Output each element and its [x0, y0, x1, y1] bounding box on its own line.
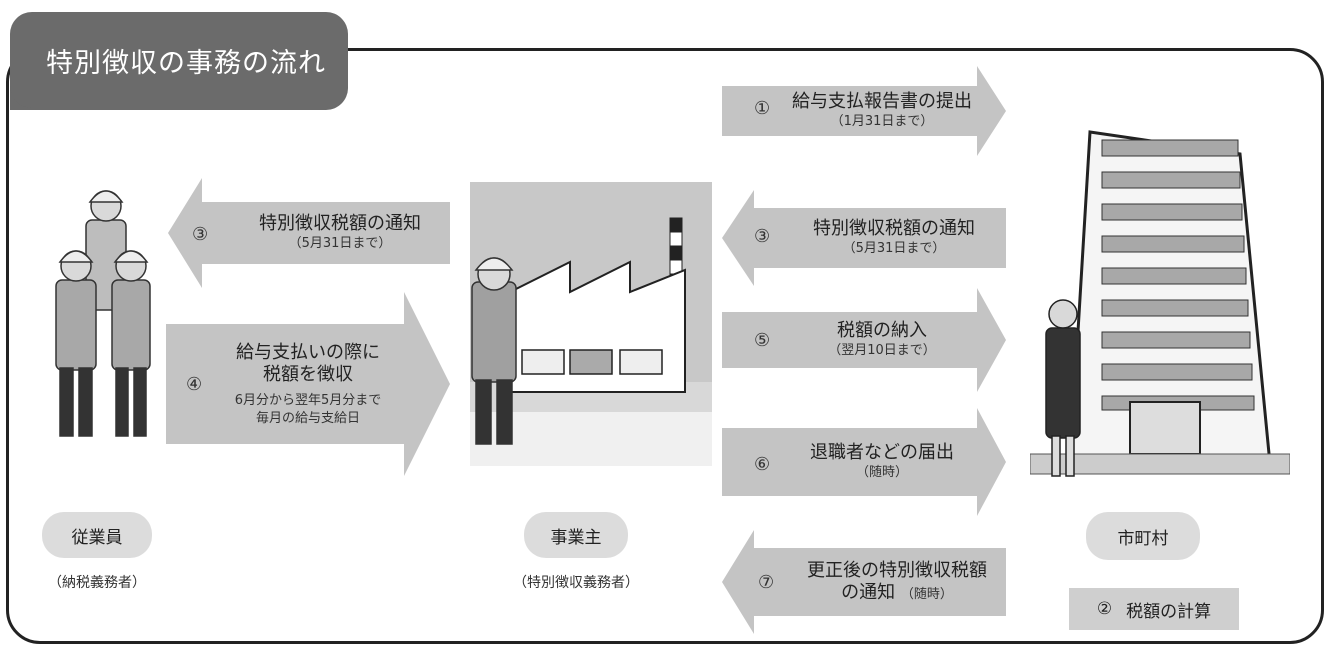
step-number: ③ [754, 226, 771, 247]
municipality-label: 市町村 [1086, 512, 1200, 560]
step-number: ⑥ [754, 454, 771, 475]
arrow-shape [166, 292, 450, 476]
step-label: 特別徴収税額の通知 [813, 218, 975, 239]
step-deadline: （1月31日まで） [830, 114, 934, 129]
municipality-label-text: 市町村 [1117, 528, 1169, 549]
step-number: ⑤ [754, 330, 771, 351]
step-deadline: （随時） [900, 587, 953, 602]
employer-figure [471, 257, 517, 445]
step-deadline: （翌月10日まで） [828, 343, 936, 358]
step-label: 特別徴収税額の通知 [259, 213, 421, 234]
step-label-cont: の通知 [841, 582, 896, 603]
step-number: ① [754, 98, 771, 119]
arrow-shape [168, 178, 450, 288]
tax-calculation-label: 税額の計算 [1126, 601, 1212, 622]
entrance [1129, 401, 1201, 455]
employer-label: 事業主 [524, 512, 628, 558]
step-label: 退職者などの届出 [810, 442, 954, 463]
step-deadline: （5月31日まで） [288, 236, 392, 251]
step-deadline: （5月31日まで） [842, 241, 946, 256]
step-label: 給与支払報告書の提出 [792, 91, 972, 112]
arrow-3-notify-employees: ③ 特別徴収税額の通知 （5月31日まで） [168, 178, 450, 288]
arrow-5-pay-tax: ⑤ 税額の納入 （翌月10日まで） [722, 288, 1006, 392]
employee-label-text: 従業員 [71, 527, 123, 548]
employer-label-text: 事業主 [550, 527, 602, 548]
step-period: 6月分から翌年5月分まで [234, 393, 382, 408]
factory-illustration [470, 182, 712, 466]
step-timing: 毎月の給与支給日 [255, 411, 360, 426]
tax-calculation-box: ② 税額の計算 [1069, 588, 1239, 630]
page-title-text: 特別徴収の事務の流れ [46, 47, 326, 79]
arrow-4-withhold-tax: ④ 給与支払いの際に 税額を徴収 6月分から翌年5月分まで 毎月の給与支給日 [166, 292, 450, 476]
arrow-7-corrected-notice: ⑦ 更正後の特別徴収税額 の通知 （随時） [722, 530, 1006, 634]
arrow-shape [722, 288, 1006, 392]
arrow-1-submit-report: ① 給与支払報告書の提出 （1月31日まで） [722, 66, 1006, 156]
arrow-shape [722, 66, 1006, 156]
arrow-shape [722, 408, 1006, 516]
step-number: ⑦ [758, 572, 775, 593]
step-number: ③ [192, 224, 209, 245]
building-windows [1101, 139, 1255, 411]
employer-role: （特別徴収義務者） [513, 575, 639, 591]
step-number: ② [1096, 599, 1113, 619]
worker-left [55, 250, 97, 437]
staff-figure [1045, 299, 1081, 477]
city-hall-illustration [1030, 130, 1290, 477]
step-label-line2: の通知 （随時） [841, 582, 953, 604]
employee-role: （納税義務者） [48, 575, 146, 591]
arrow-6-retiree-notice: ⑥ 退職者などの届出 （随時） [722, 408, 1006, 516]
step-label-cont: 税額を徴収 [263, 364, 353, 385]
step-label: 更正後の特別徴収税額 [807, 560, 987, 581]
employee-label: 従業員 [42, 512, 152, 558]
worker-right [111, 250, 151, 437]
arrow-3-notify-employer: ③ 特別徴収税額の通知 （5月31日まで） [722, 190, 1006, 286]
step-label: 税額の納入 [837, 320, 927, 341]
arrow-shape [722, 530, 1006, 634]
arrow-shape [722, 190, 1006, 286]
step-number: ④ [186, 374, 203, 395]
employees-illustration [55, 190, 151, 437]
factory-windows [521, 349, 663, 375]
step-label: 給与支払いの際に [236, 342, 380, 363]
step-deadline: （随時） [855, 465, 908, 480]
page-title: 特別徴収の事務の流れ [10, 12, 348, 108]
